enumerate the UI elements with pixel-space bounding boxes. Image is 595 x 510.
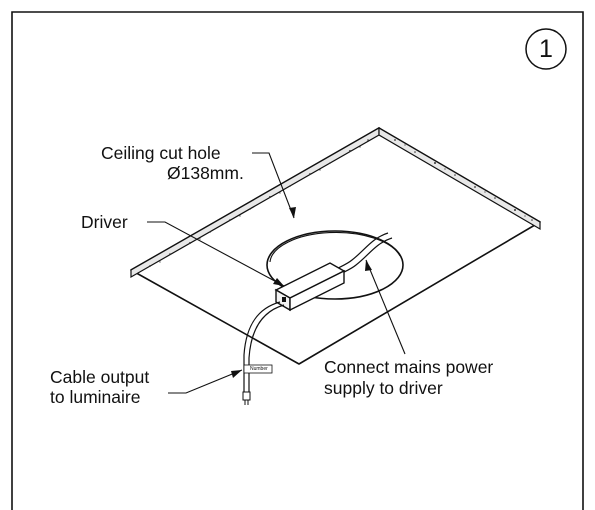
output-cable bbox=[243, 301, 281, 392]
label-connect-mains: Connect mains power bbox=[324, 357, 494, 377]
leader-connect-mains bbox=[365, 259, 406, 355]
step-number: 1 bbox=[539, 35, 553, 63]
label-driver: Driver bbox=[81, 212, 128, 232]
ceiling-board-edge-right bbox=[378, 126, 541, 231]
label-supply-to-driver: supply to driver bbox=[324, 378, 443, 398]
label-cable-output: Cable output bbox=[50, 367, 150, 387]
cable-tag-text: Number bbox=[250, 366, 268, 372]
board-edge-texture bbox=[149, 139, 533, 267]
leader-cable-output bbox=[168, 369, 243, 394]
page-frame bbox=[11, 11, 584, 510]
step-circle bbox=[525, 28, 567, 70]
leader-ceiling-hole bbox=[252, 152, 295, 219]
hole-inner-edge bbox=[269, 231, 401, 263]
label-ceiling-hole-diameter: Ø138mm. bbox=[167, 163, 244, 183]
leader-driver bbox=[147, 221, 285, 287]
label-to-luminaire: to luminaire bbox=[50, 387, 141, 407]
cable-tag bbox=[243, 364, 273, 374]
label-ceiling-cut-hole: Ceiling cut hole bbox=[101, 143, 221, 163]
driver-box bbox=[274, 262, 346, 312]
cable-connector bbox=[242, 391, 251, 401]
